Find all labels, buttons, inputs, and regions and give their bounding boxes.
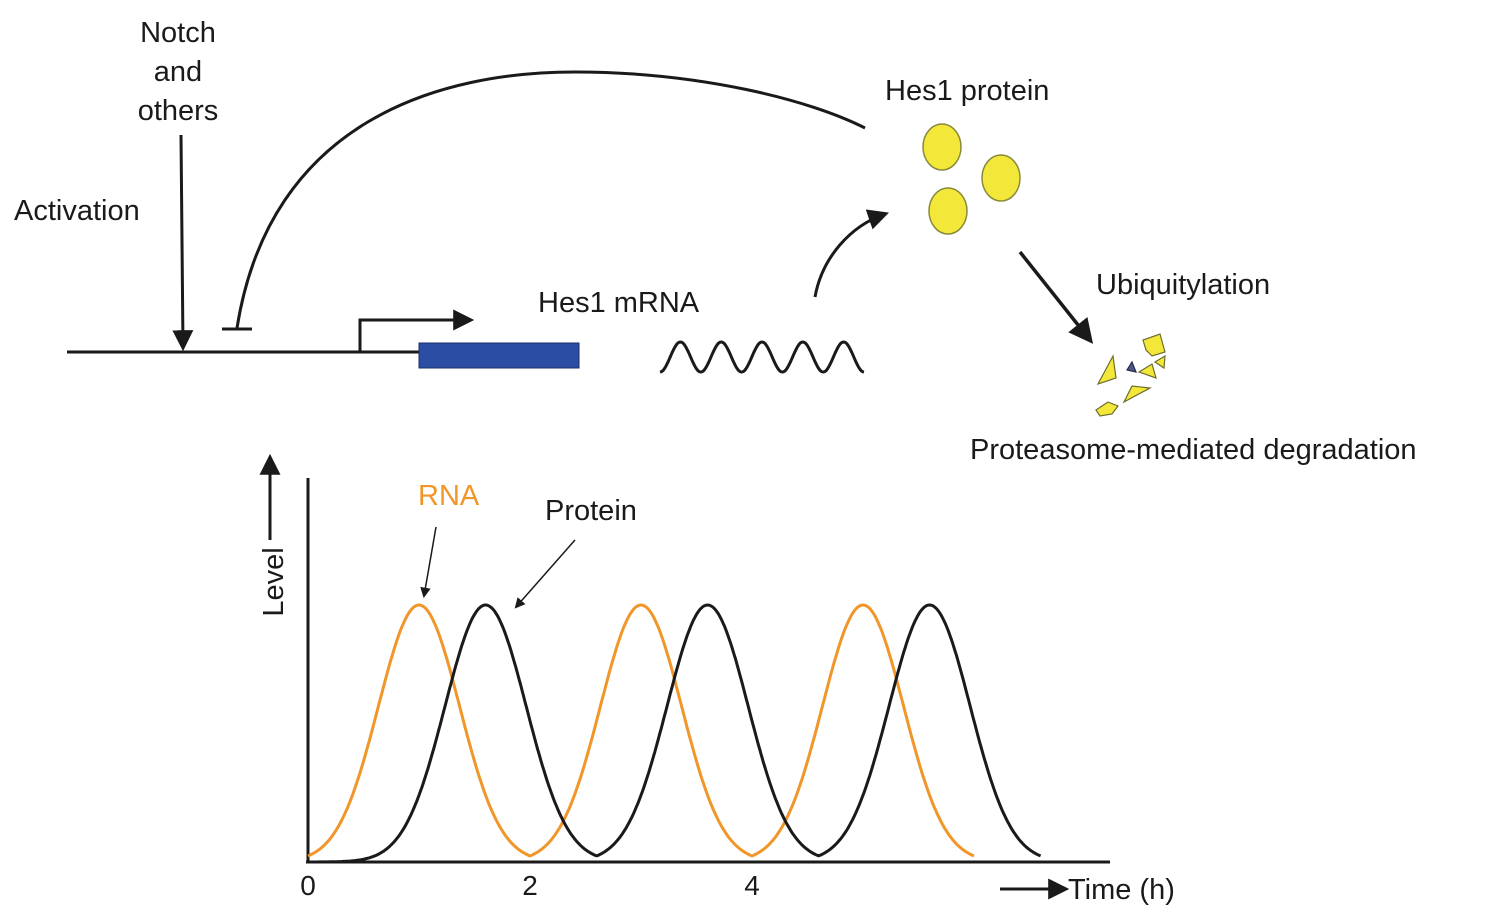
notch-label-line-1: Notch [140,17,216,49]
x-tick-labels: 0 2 4 [300,870,760,901]
fragment-3 [1137,363,1157,379]
fragment-6 [1126,360,1137,373]
hes1-protein-label: Hes1 protein [885,75,1049,107]
activation-label: Activation [14,195,140,227]
protein-pointer [514,539,576,609]
ubiquitylation-arrow [1018,250,1094,344]
protein-circle-1 [922,123,962,171]
fragment-5 [1095,401,1119,417]
notch-label-line-2: and [154,56,202,88]
translation-arrow [813,209,889,298]
hes1-mrna-label: Hes1 mRNA [538,287,700,319]
x-tick-1: 2 [522,870,538,901]
y-axis-label: Level [258,547,290,616]
x-axis-label: Time (h) [1068,874,1175,906]
series-line-rna [307,603,975,858]
proteasome-degradation-label: Proteasome-mediated degradation [970,434,1417,466]
fragment-4 [1122,385,1152,404]
rna-pointer [420,526,437,599]
series-layer [307,603,1042,864]
hes1-gene-box [418,342,580,369]
x-tick-2: 4 [744,870,760,901]
fragment-7 [1153,354,1166,370]
mrna-wave [659,340,865,374]
fragment-2 [1142,333,1166,357]
protein-circle-2 [981,154,1021,202]
series-line-protein [308,603,1042,864]
ubiquitylation-label: Ubiquitylation [1096,269,1270,301]
degraded-fragments [1095,333,1166,417]
rna-series-label: RNA [418,480,480,512]
activation-arrow [172,134,194,352]
transcription-start-arrow [358,309,475,352]
x-tick-0: 0 [300,870,316,901]
protein-series-label: Protein [545,495,637,527]
protein-circle-3 [928,187,968,235]
fragment-1 [1096,354,1117,386]
negative-feedback-arc [235,70,866,329]
notch-label-line-3: others [138,95,219,127]
